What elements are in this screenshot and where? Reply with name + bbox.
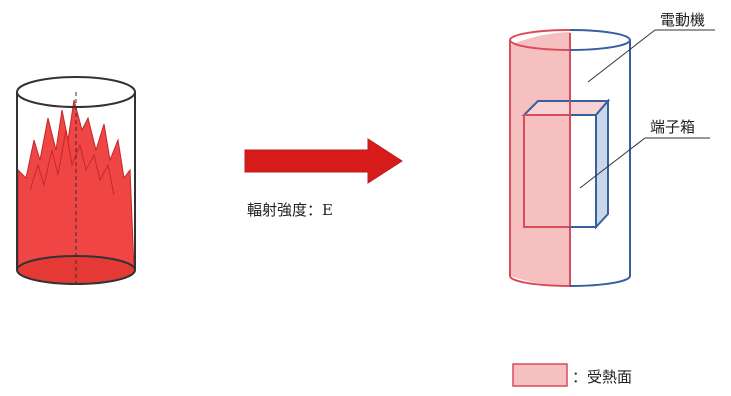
motor-leader-line	[587, 29, 656, 83]
motor-bottom-right	[569, 275, 631, 287]
fire-cylinder	[16, 76, 136, 285]
terminal-box-top	[521, 100, 611, 116]
motor-top-front	[569, 39, 631, 51]
terminal-box-front	[569, 114, 597, 228]
terminal-box	[521, 98, 611, 230]
motor-top-back	[509, 39, 571, 51]
motor-top-right	[569, 29, 631, 41]
legend-label: ：受熱面	[572, 368, 632, 386]
radiation-arrow	[244, 138, 403, 184]
terminal-box-front-heated	[523, 114, 571, 228]
terminal-box-label: 端子箱	[650, 118, 695, 136]
terminal-leader-line	[579, 137, 646, 189]
terminal-box-side	[595, 98, 609, 230]
flame-inner-icon	[29, 129, 115, 196]
arrow-icon	[244, 138, 403, 184]
motor-top-left	[509, 29, 571, 41]
motor-label: 電動機	[660, 11, 705, 29]
legend-swatch	[512, 363, 568, 387]
motor-bottom-left	[509, 275, 571, 287]
radiation-label: 輻射強度：E	[247, 201, 333, 219]
